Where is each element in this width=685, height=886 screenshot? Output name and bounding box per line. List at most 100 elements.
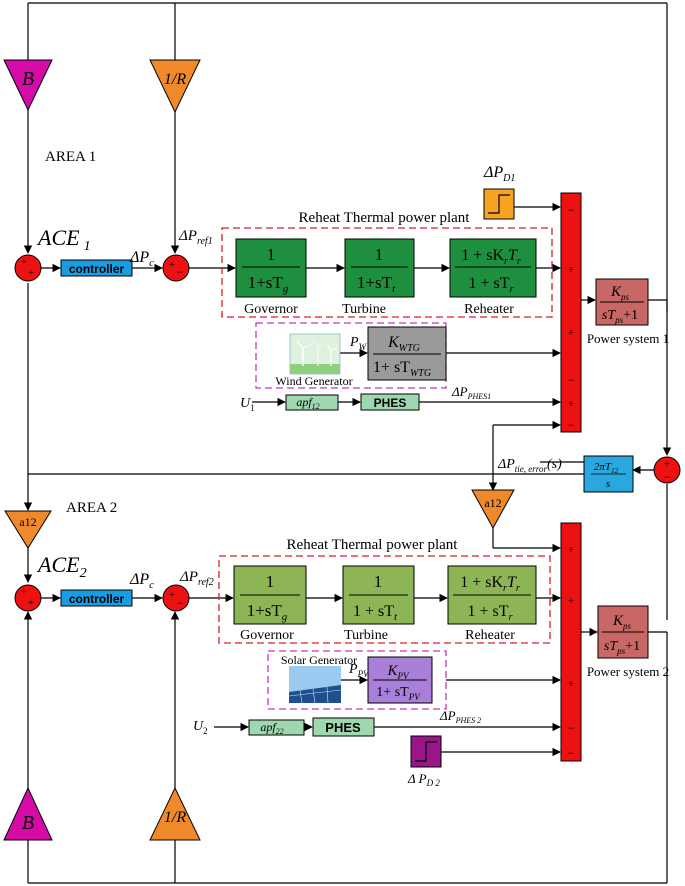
area2-disturbance-label: Δ PD 2: [407, 771, 440, 788]
svg-text:+: +: [21, 587, 27, 598]
tie-line-block: 2πT12 s: [583, 455, 634, 493]
svg-text:−: −: [177, 596, 184, 610]
solar-panel-icon: [288, 666, 342, 704]
svg-text:a12: a12: [484, 496, 501, 510]
svg-text:KWTG: KWTG: [387, 334, 420, 354]
area2-pv-block: KPV 1+ sTPV: [367, 656, 433, 704]
svg-text:−: −: [568, 373, 575, 387]
area1-delta-pc: ΔPc: [129, 249, 154, 269]
area2-solar-box: [267, 650, 447, 710]
svg-text:1 + sKrTr: 1 + sKrTr: [460, 574, 520, 594]
svg-text:+: +: [568, 327, 574, 339]
svg-text:+: +: [568, 264, 574, 276]
area2-controller: controller: [60, 589, 133, 607]
svg-text:1+sTg: 1+sTg: [248, 273, 289, 295]
area1-pw-label: PW: [349, 335, 368, 352]
area2-delta-pc: ΔPc: [129, 571, 154, 591]
svg-text:a12: a12: [19, 515, 36, 529]
area2-r-gain: 1/R: [149, 786, 201, 841]
area2-power-system-block: Kps sTps+1: [597, 605, 649, 659]
svg-text:+: +: [21, 257, 27, 268]
area2-phes-block: PHES: [312, 717, 375, 737]
tie-summer: + −: [653, 456, 681, 484]
area1-power-system-label: Power system 1: [587, 331, 669, 346]
svg-text:1: 1: [374, 572, 383, 591]
svg-text:apf12: apf12: [296, 395, 319, 411]
svg-text:1+ sTWTG: 1+ sTWTG: [373, 359, 431, 379]
area2-power-system-label: Power system 2: [587, 664, 669, 679]
svg-text:+: +: [28, 268, 34, 279]
svg-text:2πT12: 2πT12: [594, 461, 619, 475]
svg-text:−: −: [568, 746, 575, 760]
svg-text:−: −: [568, 418, 575, 432]
area2-governor-label: Governor: [240, 628, 294, 643]
area1-controller: controller: [60, 259, 133, 277]
area1-governor-block: 1 1+sTg: [235, 238, 307, 298]
svg-text:sTps+1: sTps+1: [602, 308, 638, 325]
area2-pphes-label: ΔPPHES 2: [439, 708, 481, 725]
svg-text:+: +: [169, 260, 175, 271]
area2-plant-box: [218, 555, 551, 644]
svg-text:1+sTt: 1+sTt: [357, 273, 396, 295]
svg-text:1 + sTt: 1 + sTt: [353, 603, 398, 623]
svg-text:+: +: [568, 544, 574, 556]
area1-phes-block: PHES: [360, 393, 420, 411]
area2-reheater-label: Reheater: [465, 628, 515, 643]
svg-text:−: −: [568, 721, 575, 735]
area2-ace-label: ACE2: [36, 552, 87, 581]
svg-text:B: B: [22, 68, 34, 90]
solar-generator-label: Solar Generator: [281, 653, 357, 667]
area1-bus-summer: − + + − + −: [560, 192, 582, 433]
svg-text:+: +: [568, 398, 574, 410]
area2-u-label: U2: [193, 719, 208, 736]
area2-delta-pref: ΔPref2: [179, 569, 214, 588]
area1-apf-block: apf12: [285, 394, 339, 411]
area1-delta-pref: ΔPref1: [178, 228, 213, 247]
area1-pphes-label: ΔPPHES1: [451, 384, 491, 401]
signal-wires: [23, 2, 672, 884]
area1-ace-summer: + +: [14, 254, 42, 282]
svg-text:−: −: [568, 203, 575, 217]
area1-disturbance-step: [483, 188, 515, 220]
area2-reheater-block: 1 + sKrTr 1 + sTr: [447, 565, 537, 625]
area1-b-gain: B: [3, 59, 53, 112]
area2-ppv-label: PPV: [348, 662, 370, 679]
area1-plant-title: Reheat Thermal power plant: [299, 210, 471, 226]
area1-governor-label: Governor: [244, 302, 298, 317]
area2-governor-block: 1 1+sTg: [233, 565, 307, 625]
svg-text:+: +: [169, 590, 175, 601]
area1-disturbance-label: ΔPD1: [483, 164, 515, 184]
area1-label: AREA 1: [45, 149, 96, 165]
svg-text:1+sTg: 1+sTg: [247, 601, 288, 623]
area2-b-gain: B: [3, 786, 53, 841]
svg-text:1 + sTr: 1 + sTr: [469, 275, 514, 295]
svg-text:KPV: KPV: [386, 663, 410, 681]
wind-generator-label: Wind Generator: [275, 374, 352, 388]
svg-text:1: 1: [267, 245, 276, 264]
svg-text:1: 1: [266, 572, 275, 591]
svg-text:1+ sTPV: 1+ sTPV: [376, 685, 421, 702]
svg-text:+: +: [568, 595, 574, 607]
svg-text:PHES: PHES: [325, 720, 361, 735]
area1-turbine-block: 1 1+sTt: [344, 238, 415, 298]
area2-apf-block: apf22: [248, 719, 305, 736]
area2-turbine-label: Turbine: [344, 628, 388, 643]
tie-a12-gain: a12: [471, 489, 515, 530]
area1-reheater-label: Reheater: [464, 302, 514, 317]
area1-power-system-block: Kps sTps+1: [595, 278, 649, 326]
svg-text:1 + sKrTr: 1 + sKrTr: [461, 247, 521, 267]
area1-u-label: U1: [240, 396, 255, 413]
svg-text:controller: controller: [69, 262, 125, 276]
area1-r-gain: 1/R: [149, 59, 201, 114]
svg-text:controller: controller: [69, 592, 125, 606]
svg-text:−: −: [664, 470, 671, 484]
area2-a12-gain: a12: [4, 510, 52, 549]
tie-error-label: ΔPtie, error(s): [497, 457, 562, 474]
svg-text:+: +: [664, 459, 670, 470]
svg-text:1/R: 1/R: [164, 809, 186, 826]
area1-wtg-block: KWTG 1+ sTWTG: [367, 326, 447, 381]
area2-label: AREA 2: [66, 500, 117, 516]
svg-text:1 + sTr: 1 + sTr: [468, 603, 513, 623]
